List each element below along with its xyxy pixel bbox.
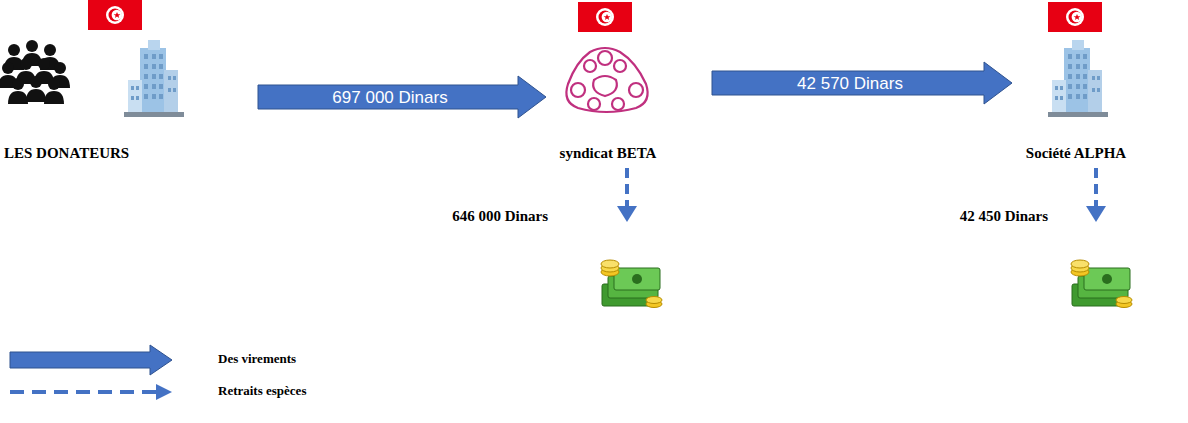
withdrawal-amount: 42 450 Dinars xyxy=(960,208,1048,225)
entity-name: syndicat BETA xyxy=(560,145,657,162)
transfer-arrow xyxy=(712,62,1012,104)
edge-label: 697 000 Dinars xyxy=(332,89,447,106)
entity-node: Société ALPHA xyxy=(1016,30,1136,162)
legend-text: Retraits espèces xyxy=(218,383,306,399)
transfer-arrow xyxy=(258,76,546,118)
withdrawal-amount: 646 000 Dinars xyxy=(452,208,548,225)
entity-name: LES DONATEURS xyxy=(4,145,129,162)
entity-node: LES DONATEURS xyxy=(4,30,254,162)
entity-node: syndicat BETA xyxy=(552,30,664,162)
entity-name: Société ALPHA xyxy=(1026,145,1126,162)
legend-text: Des virements xyxy=(218,351,296,367)
edge-label: 42 570 Dinars xyxy=(797,75,903,92)
